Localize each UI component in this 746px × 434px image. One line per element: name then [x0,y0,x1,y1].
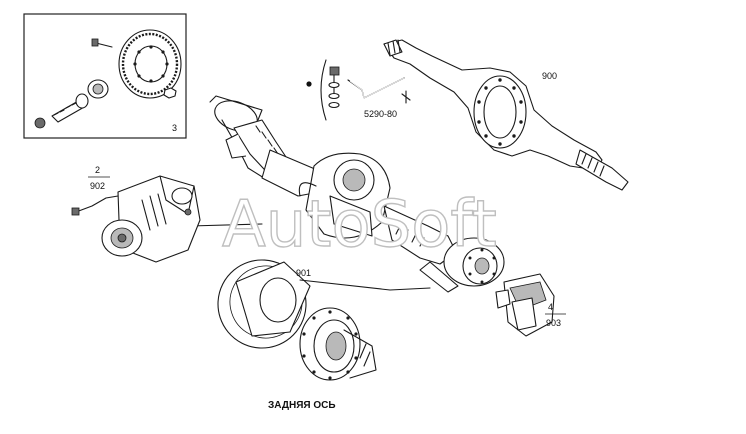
inset-ring-gear-pinion: 3 [23,13,187,139]
axle-housing: 900 [383,39,629,191]
diagram-caption: ЗАДНЯЯ ОСЬ [268,400,336,411]
wheel-hub [299,307,377,381]
rear-axle-assembly [189,90,505,293]
callout-housing: 900 [542,71,557,81]
callout-inset-group: 3 [172,123,177,133]
differential-carrier: 2 902 [71,165,201,263]
vent-kit: 5290-80 [306,59,405,121]
watermark: AutoSoft [222,188,497,262]
callout-brake-disc: 901 [296,268,311,278]
brake-caliper: 4 903 [495,273,566,337]
callout-caliper-group-bottom: 903 [546,318,561,328]
callout-assembly-group-bottom: 902 [90,181,105,191]
callout-vent-kit: 5290-80 [364,109,397,119]
brake-disc: 901 [217,259,431,349]
callout-caliper-group-top: 4 [548,302,553,312]
callout-assembly-group-top: 2 [95,165,100,175]
